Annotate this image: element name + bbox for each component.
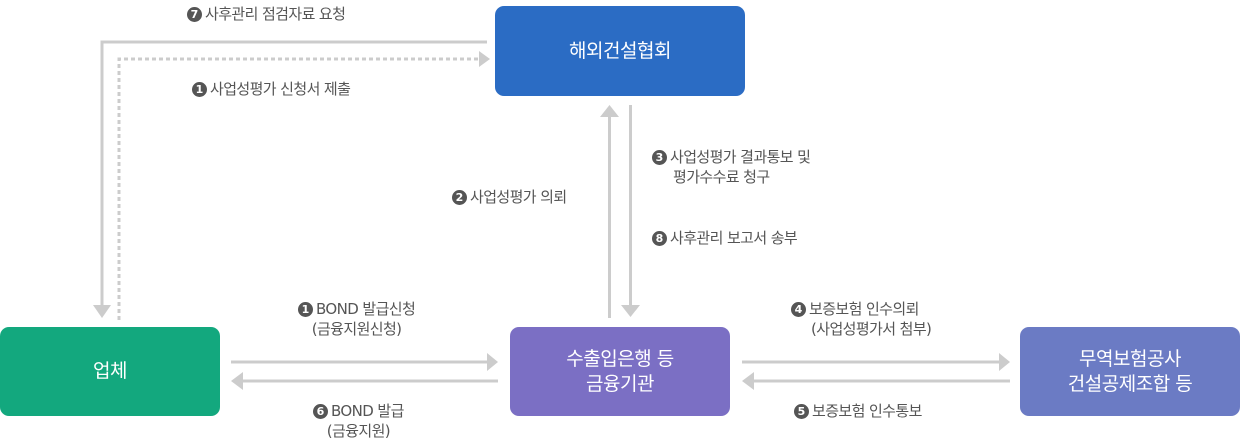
edge-7-connector — [93, 40, 487, 318]
node-insurer-label-line2: 건설공제조합 등 — [1067, 372, 1193, 395]
edge-4-connector — [742, 353, 1010, 371]
edge-label-text-line2: (사업성평가서 첨부) — [811, 320, 932, 338]
edge-label-text: BOND 발급 — [331, 402, 404, 420]
edge-label-text-line2: (금융지원신청) — [311, 320, 402, 338]
step-badge: 1 — [298, 302, 313, 317]
node-bank: 수출입은행 등 금융기관 — [510, 327, 730, 416]
node-insurer: 무역보험공사 건설공제조합 등 — [1020, 327, 1240, 416]
edge-label-text: 보증보험 인수통보 — [812, 402, 922, 420]
arrowhead-up-icon — [600, 105, 619, 117]
edge-label-text: BOND 발급신청 — [316, 300, 416, 318]
node-company: 업체 — [0, 327, 220, 416]
edge-5-connector — [742, 372, 1010, 390]
step-badge: 4 — [791, 302, 806, 317]
arrowhead-right-icon — [479, 51, 490, 67]
edge-label-text: 사업성평가 신청서 제출 — [210, 80, 351, 98]
step-badge: 7 — [187, 7, 202, 22]
edge-label-text-line2: 평가수수료 청구 — [673, 168, 770, 186]
edge-label-text: 사후관리 보고서 송부 — [670, 229, 798, 247]
edge-label-text: 사업성평가 의뢰 — [470, 188, 567, 206]
node-company-label: 업체 — [93, 360, 127, 382]
arrowhead-left-icon — [742, 372, 754, 390]
node-insurer-label-line1: 무역보험공사 — [1079, 347, 1181, 370]
edge-label-text: 사후관리 점검자료 요청 — [205, 5, 346, 23]
node-kaca-label: 해외건설협회 — [569, 39, 671, 62]
arrowhead-left-icon — [231, 372, 243, 390]
node-bank-label-line2: 금융기관 — [586, 372, 654, 395]
step-badge: 3 — [652, 150, 667, 165]
node-kaca: 해외건설협회 — [495, 6, 745, 96]
edge-3-8-connector — [621, 105, 640, 317]
edge-1b-connector — [231, 353, 498, 371]
arrowhead-down-icon — [93, 305, 111, 318]
arrowhead-down-icon — [621, 305, 640, 317]
node-bank-label-line1: 수출입은행 등 — [566, 347, 674, 370]
arrowhead-right-icon — [999, 353, 1010, 371]
edge-2-connector — [600, 105, 619, 318]
edge-6-connector — [231, 372, 498, 390]
edge-label-text: 사업성평가 결과통보 및 — [670, 148, 811, 166]
step-badge: 6 — [313, 404, 328, 419]
step-badge: 2 — [452, 190, 467, 205]
step-badge: 1 — [192, 82, 207, 97]
arrowhead-right-icon — [487, 353, 498, 371]
step-badge: 5 — [794, 404, 809, 419]
edge-label-text-line2: (금융지원) — [326, 422, 391, 440]
edge-label-text: 보증보험 인수의뢰 — [809, 300, 919, 318]
edge-1a-connector — [117, 51, 490, 320]
step-badge: 8 — [652, 231, 667, 246]
